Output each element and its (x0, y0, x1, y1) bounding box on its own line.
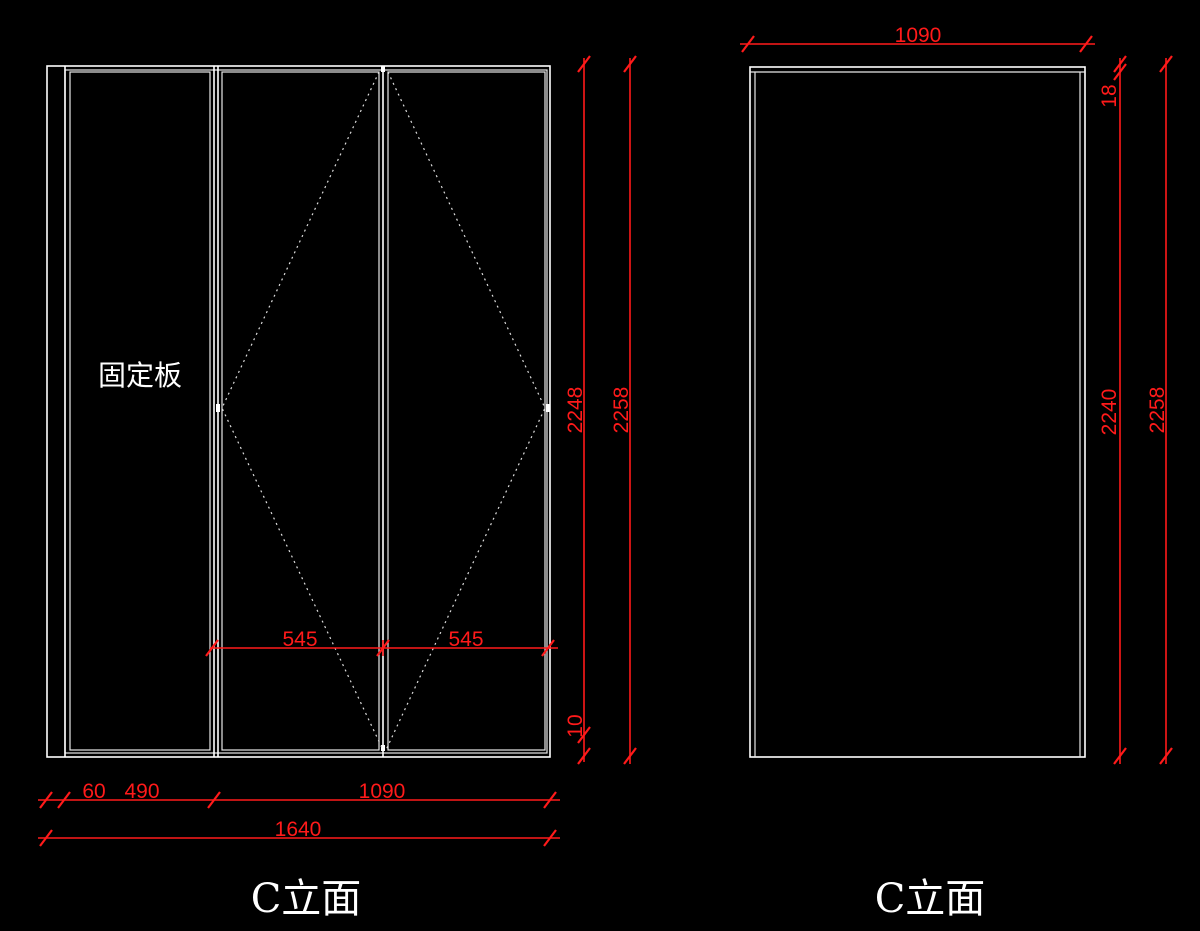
right-outer-frame (749, 66, 1086, 758)
dim-label-1090-left: 1090 (359, 780, 406, 803)
door-leaf-left (221, 71, 380, 751)
dim-right-height-2258 (1159, 55, 1173, 765)
left-elevation-title: C立面 (251, 876, 362, 922)
right-elevation: 1090 18 2240 2258 C立面 (740, 24, 1173, 922)
fixed-panel-label: 固定板 (98, 359, 182, 392)
hinge-mid-left (216, 404, 220, 412)
dim-label-2258-right: 2258 (1146, 387, 1169, 434)
dim-bottom-row (38, 791, 560, 809)
door-leaf-right (387, 71, 546, 751)
dim-label-2248: 2248 (564, 387, 587, 434)
left-elevation: 固定板 545 545 60 490 1090 1640 (38, 55, 637, 922)
hinge-top (381, 66, 385, 72)
dim-total-width (38, 829, 560, 847)
dim-label-1640: 1640 (275, 818, 322, 841)
dim-label-2240: 2240 (1098, 389, 1121, 436)
dim-door-halves (205, 639, 558, 657)
dim-height-2258-left (623, 55, 637, 765)
right-elevation-title: C立面 (875, 876, 986, 922)
dim-label-18: 18 (1098, 84, 1121, 107)
dim-label-10: 10 (564, 714, 587, 737)
hinge-bottom (381, 745, 385, 751)
dim-right-height-2240 (1113, 55, 1127, 765)
left-outer-frame (46, 65, 551, 758)
dim-label-545-right: 545 (448, 628, 483, 651)
fixed-panel-frame (69, 71, 211, 751)
hinge-mid-right (546, 404, 550, 412)
dim-height-2248 (577, 55, 591, 765)
dim-right-width (740, 35, 1095, 53)
dim-label-1090-right: 1090 (895, 24, 942, 47)
dim-label-60: 60 (82, 780, 105, 803)
dim-label-490: 490 (124, 780, 159, 803)
dim-label-2258-left: 2258 (610, 387, 633, 434)
dim-label-545-left: 545 (282, 628, 317, 651)
